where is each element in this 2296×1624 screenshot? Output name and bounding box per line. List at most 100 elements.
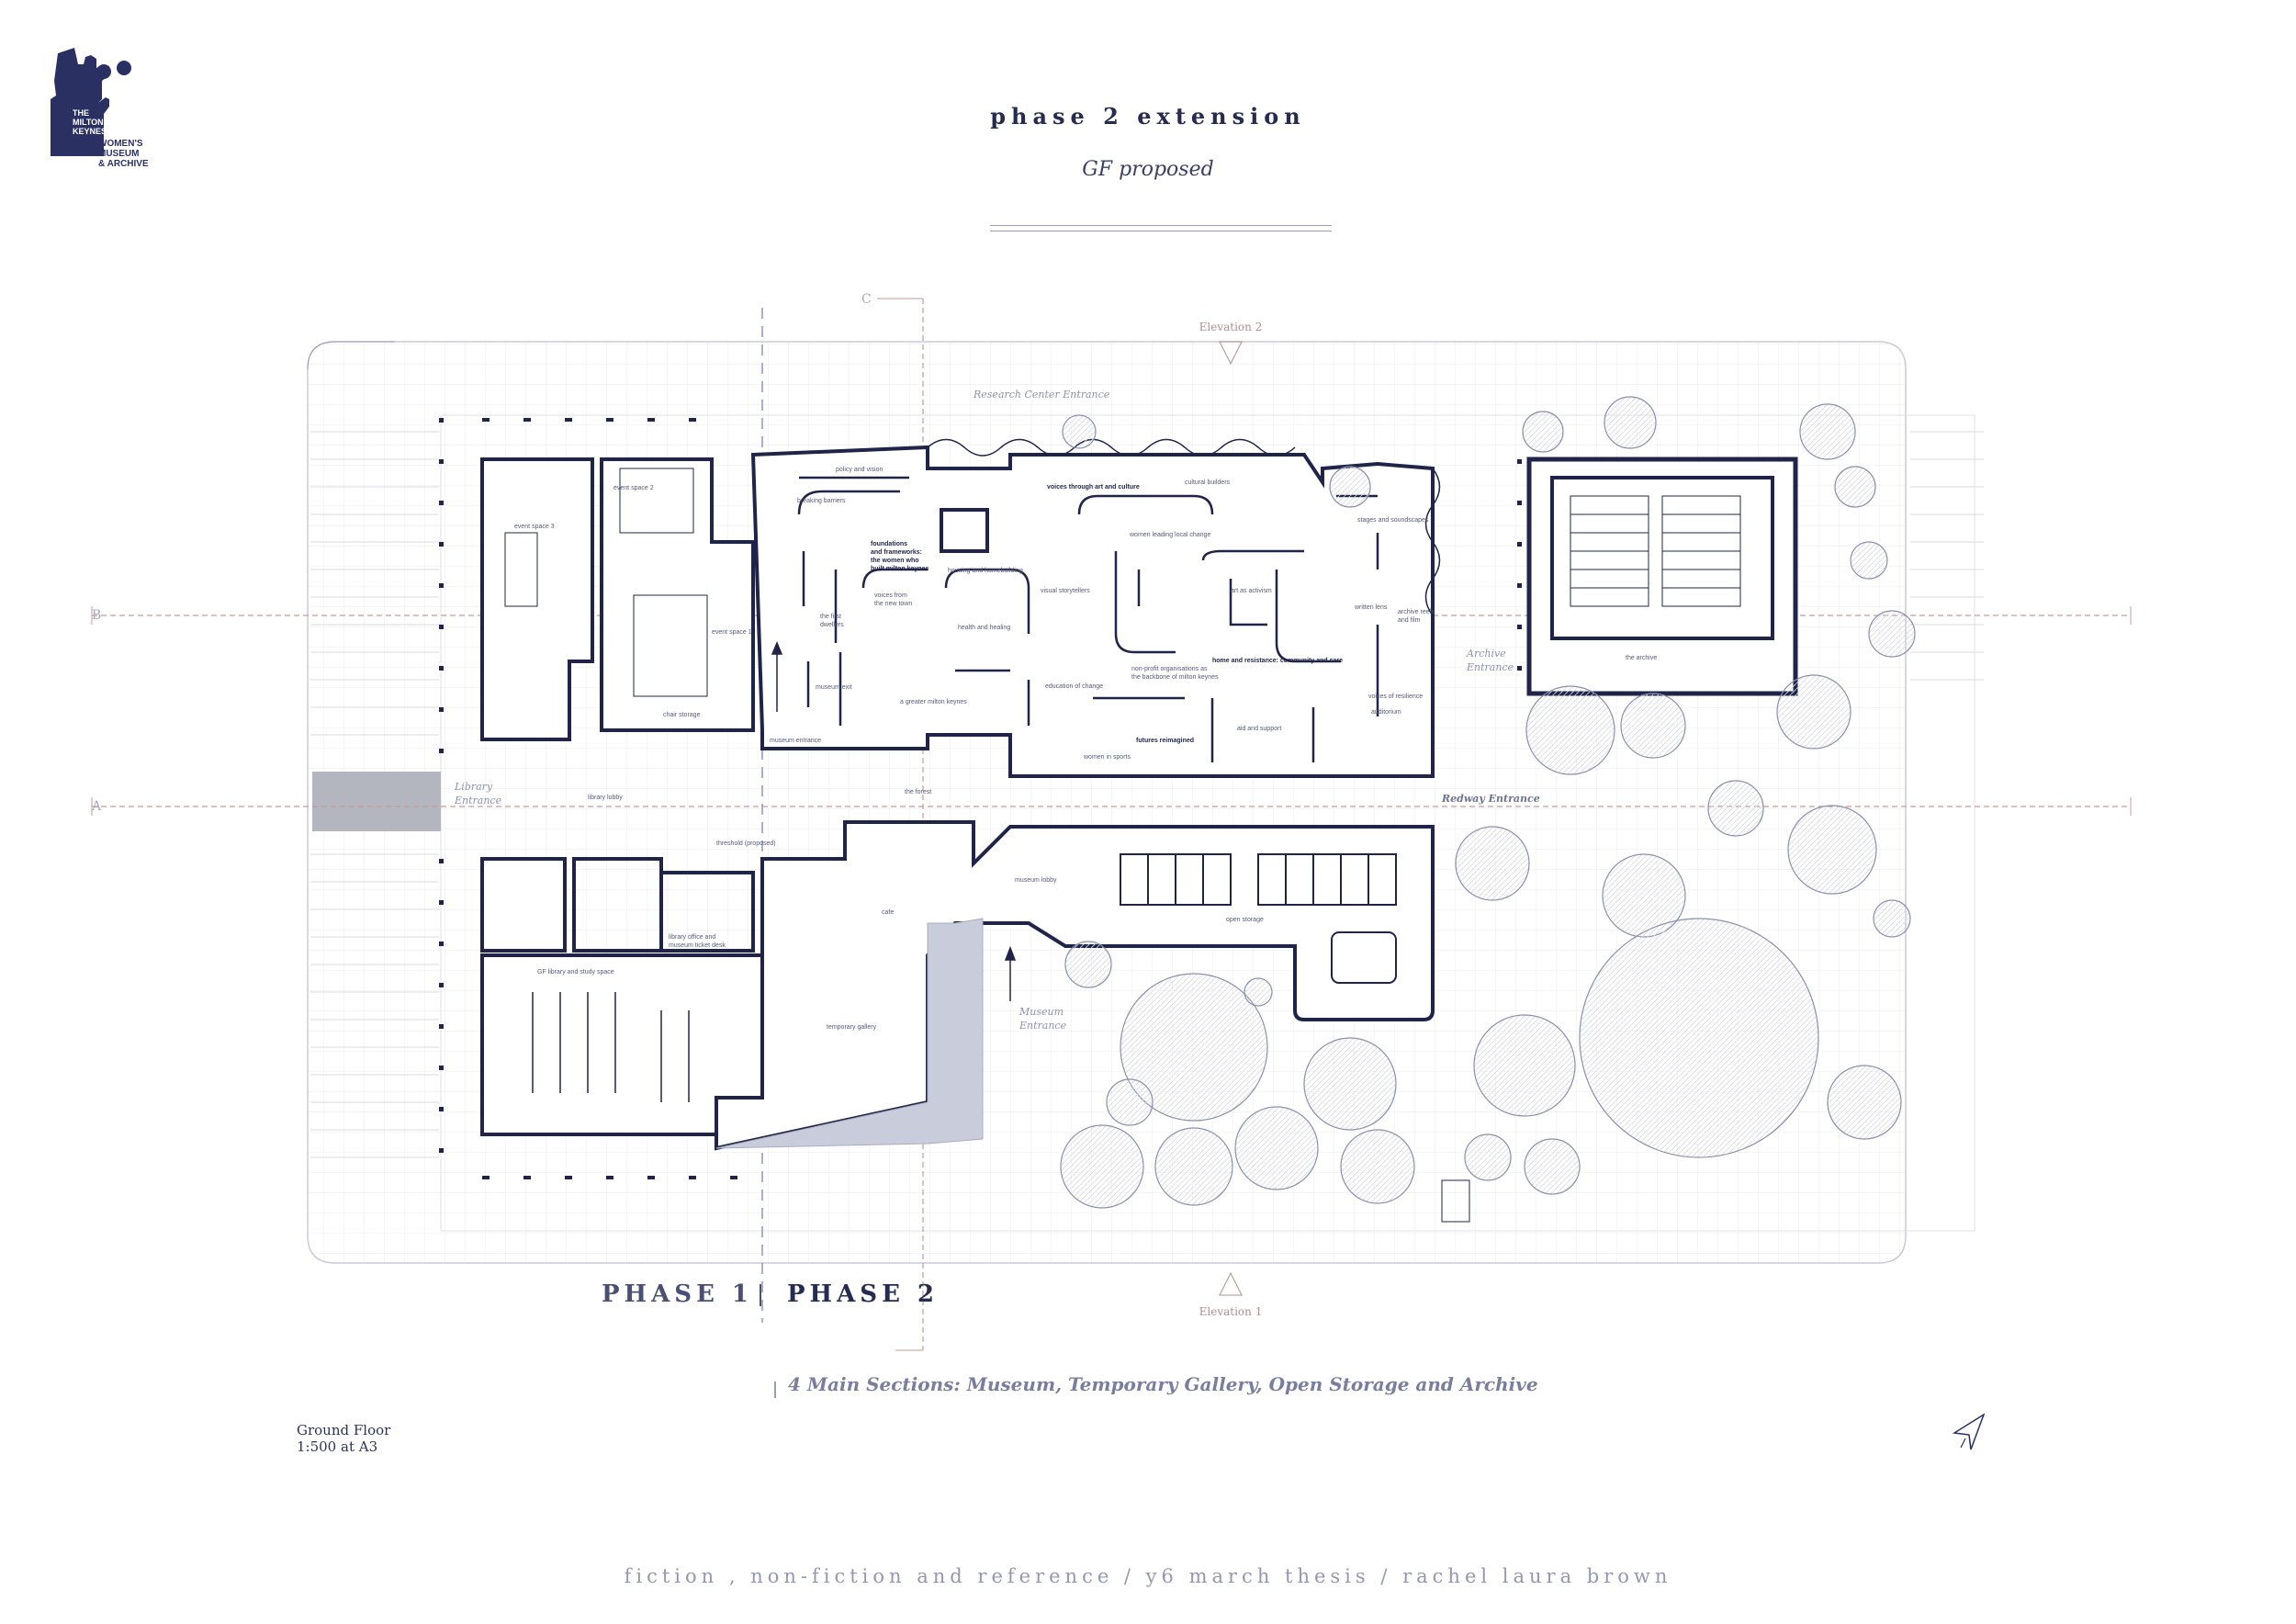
room-library-lobby: library lobby	[588, 795, 623, 801]
page-subtitle: GF proposed	[1082, 158, 1214, 181]
library-entrance-label-2: Entrance	[454, 795, 502, 806]
room-the-forest: the forest	[905, 789, 931, 795]
exhibit-breaking-barriers: breaking barriers	[797, 498, 846, 504]
exhibit-nonprofit-1: non-profit organisations as	[1131, 666, 1208, 672]
section-mark-b: B	[92, 608, 101, 623]
room-event-space-3: event space 3	[514, 524, 555, 530]
redway-entrance-label: Redway Entrance	[1441, 793, 1540, 805]
room-gf-library: GF library and study space	[537, 969, 614, 976]
logo-line-5: MUSEUM	[98, 149, 140, 159]
library-shelves	[532, 992, 690, 1102]
exhibit-written-lens: written lens	[1354, 604, 1388, 611]
exhibit-archive-reels-1: archive reels	[1398, 609, 1435, 615]
exhibit-home-resistance: home and resistance: community and care	[1212, 658, 1343, 664]
research-centre-edge	[927, 438, 1296, 457]
room-museum-exit: museum exit	[816, 684, 852, 691]
exhibit-foundations-2: and frameworks:	[871, 549, 922, 556]
logo-silhouette-icon	[51, 48, 131, 156]
logo-line-2: MILTON	[73, 118, 104, 127]
exhibit-first-dwellers-1: the first	[820, 614, 841, 620]
pond	[715, 918, 984, 1149]
room-temporary-gallery: temporary gallery	[827, 1024, 877, 1031]
exhibit-futures-reimagined: futures reimagined	[1136, 738, 1194, 744]
museum-partitions	[797, 476, 1379, 762]
library-entrance-label-1: Library	[454, 781, 493, 793]
phase-2-label: PHASE 2	[787, 1280, 940, 1308]
archive-entrance-label-1: Archive	[1466, 648, 1506, 660]
exhibit-foundations-3: the women who	[871, 558, 919, 564]
open-storage-racks	[1120, 853, 1397, 984]
exhibit-auditorium: auditorium	[1371, 709, 1401, 716]
archive-entrance-label-2: Entrance	[1466, 661, 1514, 673]
floor-name: Ground Floor	[297, 1422, 391, 1438]
library-ramp	[312, 772, 441, 831]
exhibit-cultural-builders: cultural builders	[1185, 479, 1231, 486]
exhibit-health: health and healing	[958, 625, 1010, 631]
museum-logo: THE MILTON KEYNES WOMEN'S MUSEUM & ARCHI…	[51, 44, 152, 169]
elevation-1-marker	[1219, 1271, 1243, 1296]
museum-entrance-label-2: Entrance	[1019, 1020, 1067, 1032]
parking-bays	[310, 431, 1984, 1158]
title-rule-top	[990, 225, 1332, 226]
logo-line-3: KEYNES	[73, 127, 107, 136]
room-chair-storage: chair storage	[663, 712, 701, 718]
room-library-office-1: library office and	[669, 934, 715, 941]
exhibit-voices-art: voices through art and culture	[1047, 484, 1140, 491]
elevation-1-label: Elevation 1	[1199, 1305, 1263, 1318]
landscape-trees	[1060, 396, 1916, 1209]
exhibit-women-local-change: women leading local change	[1129, 532, 1210, 538]
room-cafe: cafe	[882, 909, 894, 916]
exhibit-voices-resilience: voices of resilience	[1368, 694, 1423, 700]
scale-note: 1:500 at A3	[297, 1438, 378, 1455]
room-open-storage: open storage	[1226, 917, 1264, 923]
exhibit-voices-new-town-1: voices from	[874, 592, 907, 599]
circulation-arrows	[771, 641, 1017, 1001]
exhibit-first-dwellers-2: dwellers	[820, 622, 844, 628]
room-event-space-1: event space 1	[712, 629, 752, 636]
museum-building	[750, 445, 1435, 778]
room-museum-entrance: museum entrance	[770, 738, 821, 744]
logo-line-1: THE	[73, 108, 89, 118]
footer-credit: fiction , non-fiction and reference / y6…	[624, 1565, 1672, 1587]
site-stairs	[1441, 1179, 1470, 1223]
room-the-archive: the archive	[1626, 655, 1657, 661]
exhibit-housing: housing and homebuilding	[948, 568, 1023, 574]
stair-core	[940, 508, 989, 553]
exhibit-nonprofit-2: the backbone of milton keynes	[1131, 674, 1219, 681]
exhibit-archive-reels-2: and film	[1398, 617, 1421, 624]
section-mark-c: C	[861, 292, 872, 307]
room-event-space-2: event space 2	[613, 485, 654, 491]
exhibit-greater-mk: a greater milton keynes	[900, 699, 967, 705]
archive-columns	[1517, 459, 1522, 671]
elevation-2-label: Elevation 2	[1199, 321, 1263, 333]
logo-line-4: WOMEN'S	[98, 139, 143, 149]
room-museum-lobby: museum lobby	[1015, 877, 1057, 884]
logo-line-6: & ARCHIVE	[98, 159, 149, 169]
caption-marker	[774, 1382, 776, 1398]
exhibit-women-sports: women in sports	[1083, 754, 1131, 761]
page-title: phase 2 extension	[990, 103, 1306, 130]
room-library-office-2: museum ticket desk	[669, 942, 726, 949]
north-arrow-icon	[1952, 1413, 1986, 1450]
room-threshold: threshold (proposed)	[716, 840, 776, 847]
sections-caption: 4 Main Sections: Museum, Temporary Galle…	[788, 1373, 1538, 1395]
section-mark-a: A	[91, 799, 102, 814]
exhibit-stages-soundscapes: stages and soundscapes	[1357, 517, 1429, 524]
museum-east-edge	[1424, 468, 1441, 616]
exhibit-education-change: education of change	[1045, 683, 1103, 690]
exhibit-voices-new-town-2: the new town	[874, 601, 912, 607]
exhibit-visual-storytellers: visual storytellers	[1041, 588, 1090, 594]
exhibit-aid-support: aid and support	[1237, 726, 1281, 732]
research-entrance-label: Research Center Entrance	[973, 389, 1110, 400]
archive-shelving	[1570, 495, 1741, 607]
elevation-2-marker	[1219, 341, 1243, 366]
exhibit-foundations-4: built milton keynes	[871, 566, 929, 572]
phase-label-divider	[760, 1284, 761, 1306]
museum-entrance-label-1: Museum	[1019, 1006, 1064, 1018]
exhibit-policy-vision: policy and vision	[836, 467, 883, 473]
exhibit-art-activism: art as activism	[1231, 588, 1272, 594]
phase1-seating	[504, 468, 708, 697]
phase-1-label: PHASE 1	[602, 1280, 754, 1308]
drawing-info: Ground Floor 1:500 at A3	[297, 1422, 390, 1455]
